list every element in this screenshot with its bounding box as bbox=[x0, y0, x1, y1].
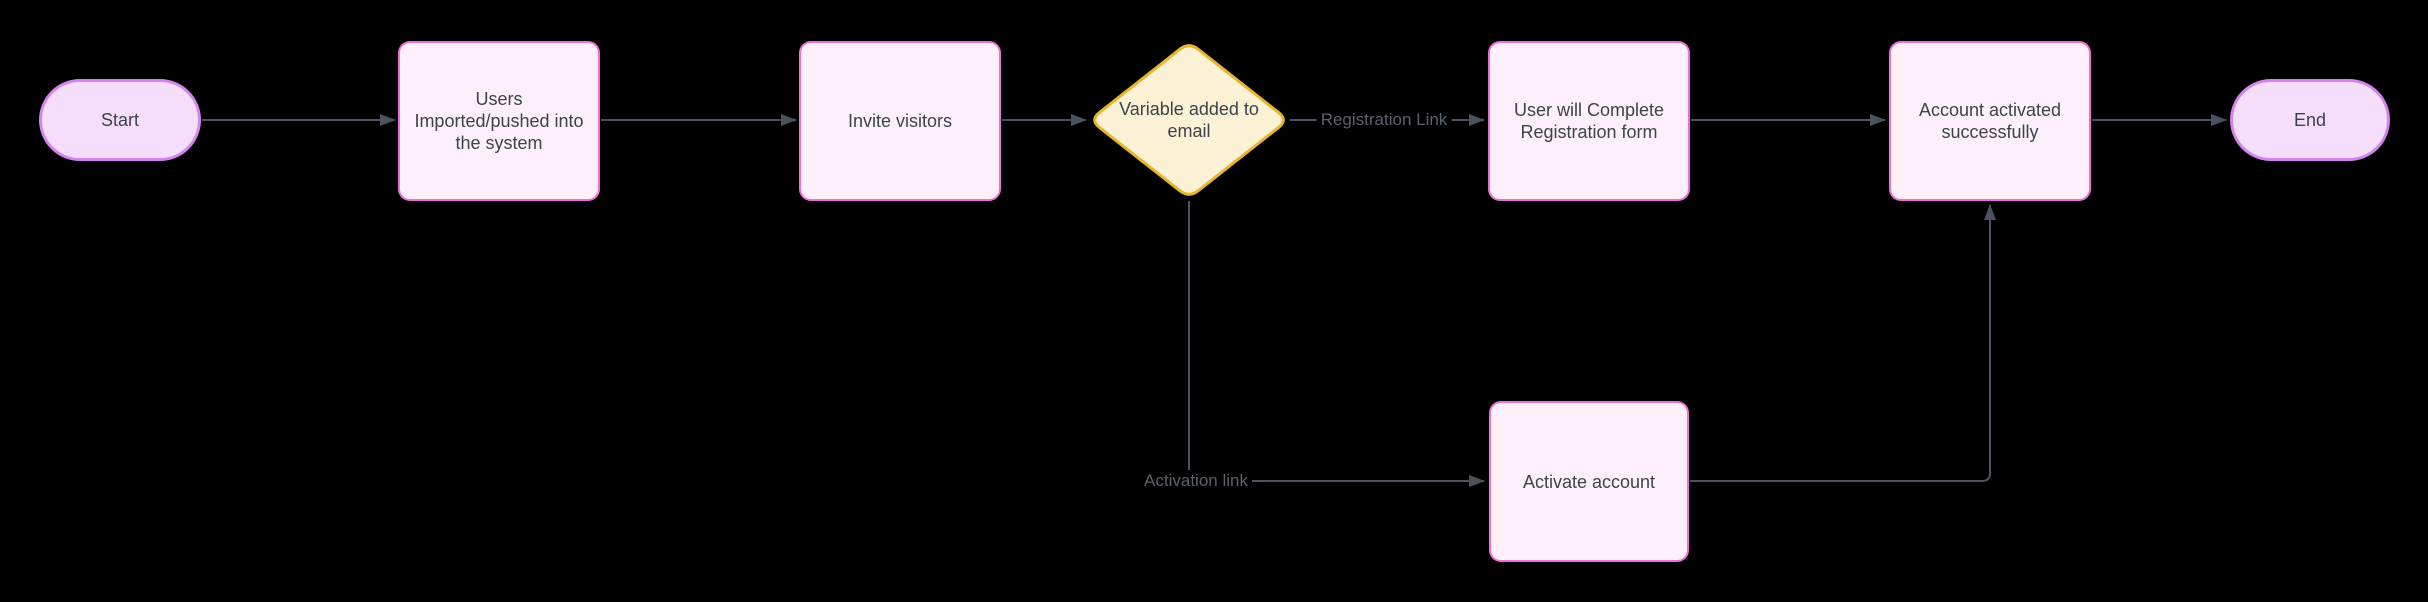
node-users-imported-label: Users Imported/pushed into the system bbox=[414, 89, 584, 153]
node-variable-added-label: Variable added to email bbox=[1119, 99, 1259, 141]
node-end[interactable]: End bbox=[2230, 79, 2390, 161]
node-end-label: End bbox=[2293, 110, 2327, 130]
node-complete-registration-label: User will Complete Registration form bbox=[1513, 100, 1665, 142]
node-variable-added[interactable]: Variable added to email bbox=[1099, 80, 1279, 160]
node-activate-account[interactable]: Activate account bbox=[1489, 401, 1689, 562]
edge-label-activation-link[interactable]: Activation link bbox=[1140, 470, 1252, 492]
node-invite-visitors-label: Invite visitors bbox=[847, 111, 953, 131]
node-account-activated[interactable]: Account activated successfully bbox=[1889, 41, 2091, 201]
node-start[interactable]: Start bbox=[39, 79, 201, 161]
node-account-activated-label: Account activated successfully bbox=[1918, 100, 2062, 142]
node-complete-registration[interactable]: User will Complete Registration form bbox=[1488, 41, 1690, 201]
node-invite-visitors[interactable]: Invite visitors bbox=[799, 41, 1001, 201]
decision-node-shape[interactable] bbox=[1093, 44, 1285, 196]
edge-activate-to-account[interactable] bbox=[1690, 204, 1996, 482]
node-activate-account-label: Activate account bbox=[1522, 471, 1656, 492]
node-users-imported[interactable]: Users Imported/pushed into the system bbox=[398, 41, 600, 201]
edge-label-registration-link[interactable]: Registration Link bbox=[1316, 109, 1452, 131]
node-start-label: Start bbox=[100, 110, 139, 130]
edge-activation-link[interactable] bbox=[1188, 201, 1485, 487]
